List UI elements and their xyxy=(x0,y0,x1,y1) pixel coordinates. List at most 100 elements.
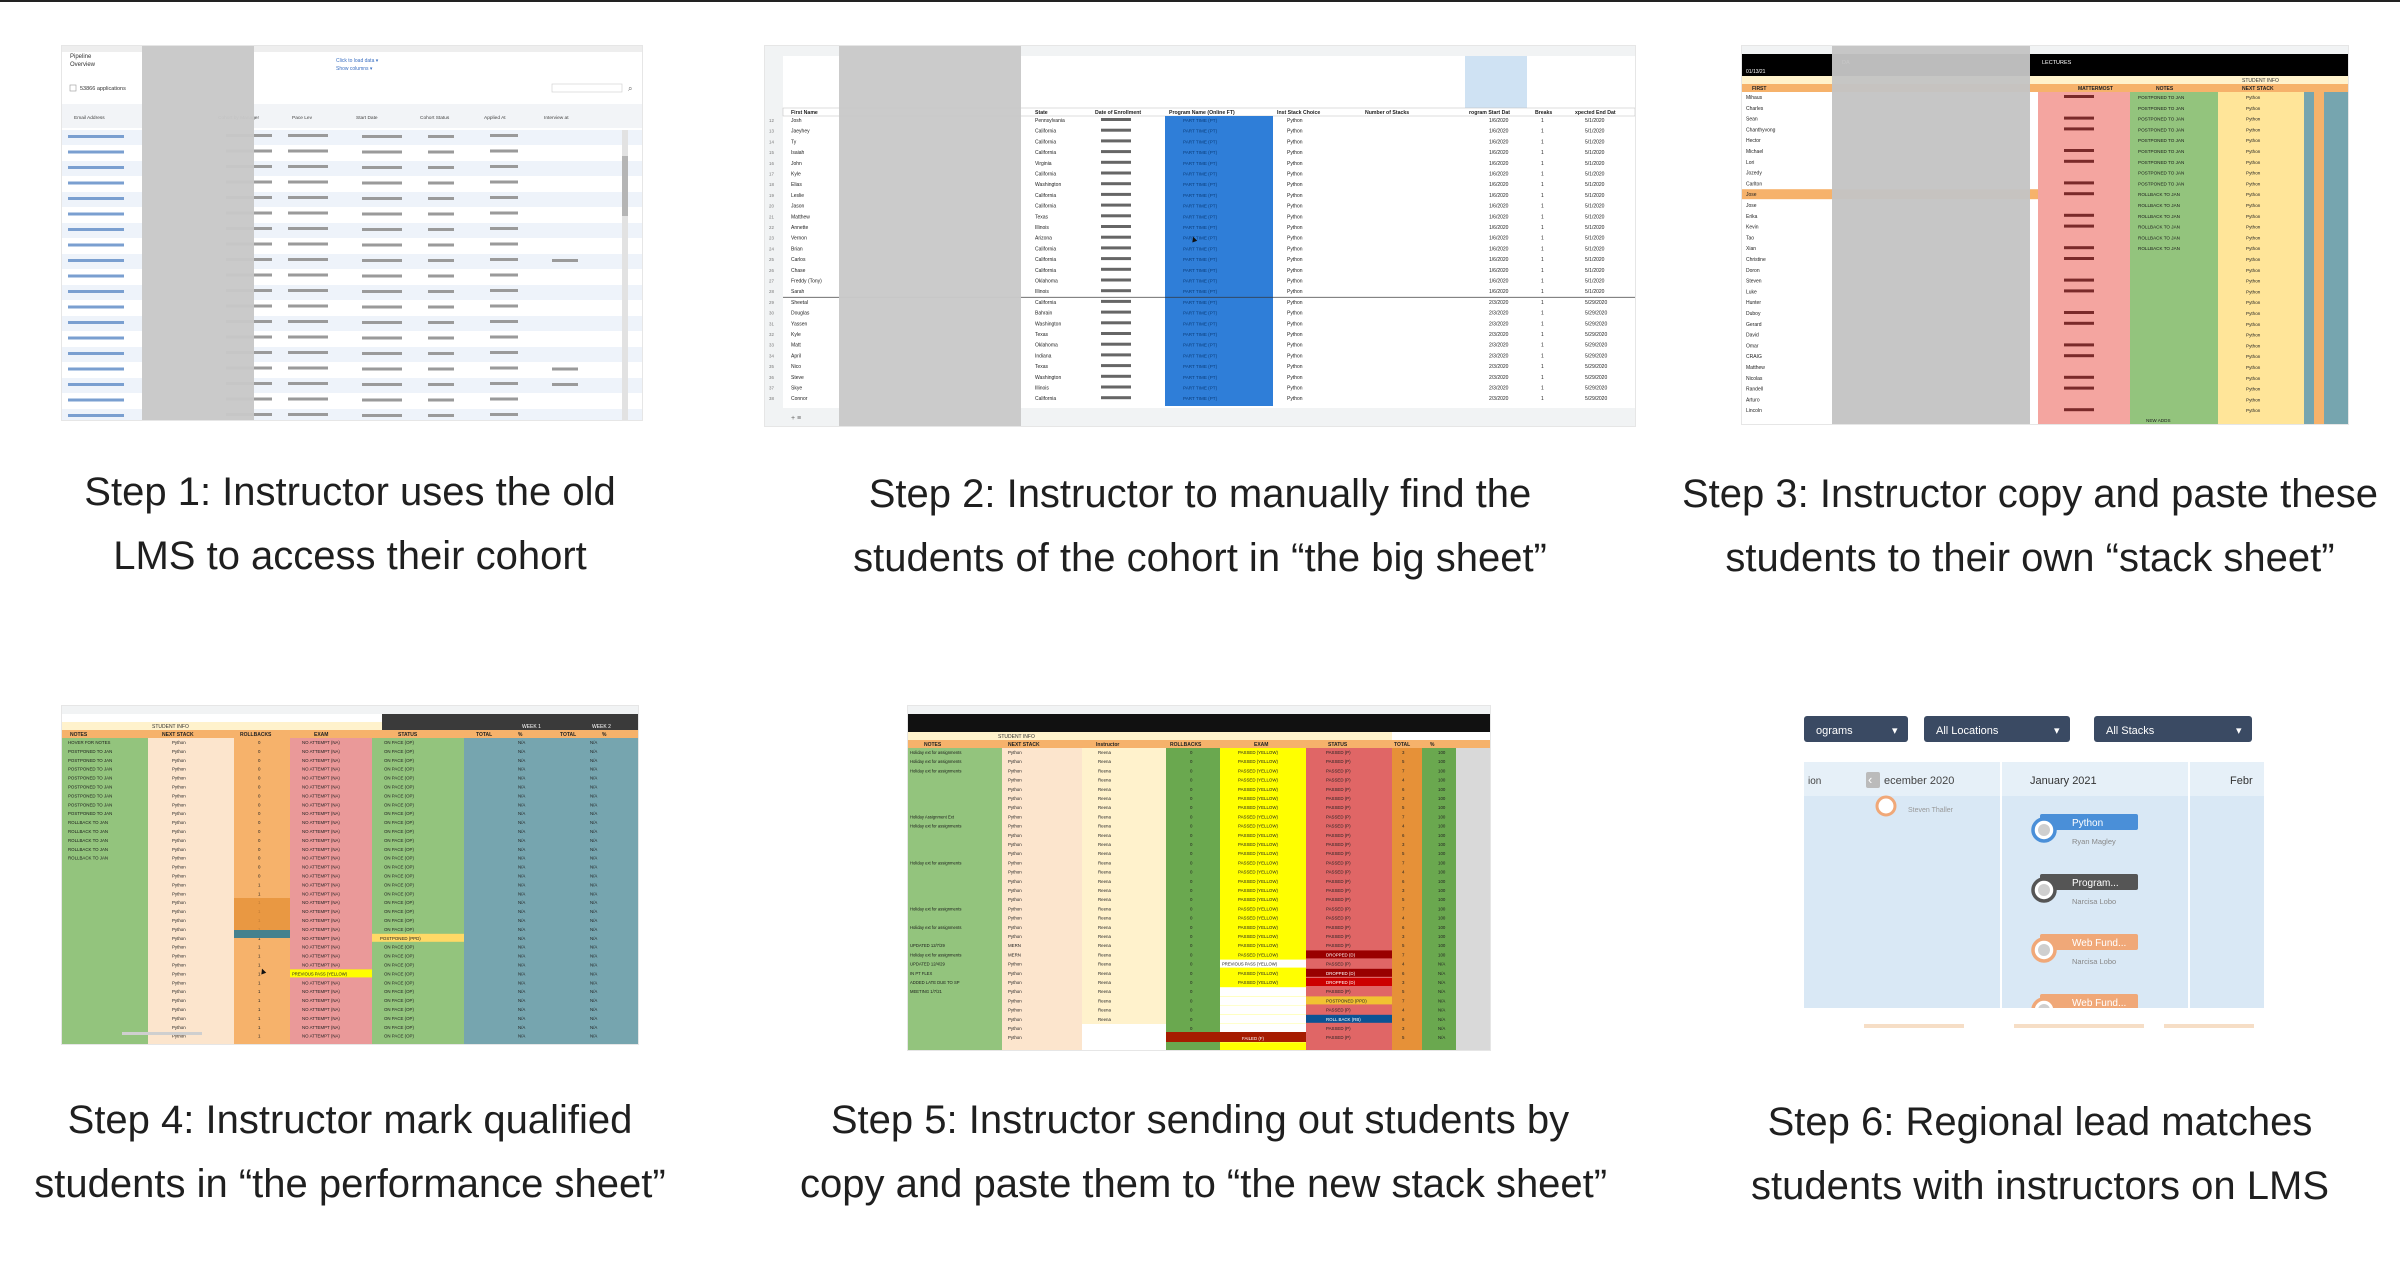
stack-cell: Python xyxy=(1287,279,1303,285)
applications-count: 53866 applications xyxy=(80,86,126,92)
status-cell: ON PACE (OP) xyxy=(384,802,414,807)
next-stack-cell: Python xyxy=(2246,322,2261,327)
start-date-cell: 2/3/2020 xyxy=(1489,300,1509,306)
na-cell: N/A xyxy=(518,909,525,914)
status-cell: ON PACE (OP) xyxy=(384,749,414,754)
na-cell: N/A xyxy=(590,963,597,968)
na-cell: N/A xyxy=(590,740,597,745)
exam-cell: PASSED (YELLOW) xyxy=(1238,787,1278,792)
instructor-cell: Reena xyxy=(1098,897,1111,902)
next-stack-cell: Python xyxy=(2246,127,2261,132)
na-cell: N/A xyxy=(518,865,525,870)
applied-cell xyxy=(490,243,518,246)
next-stack-cell: Python xyxy=(172,793,186,798)
next-stack-cell: Python xyxy=(1008,842,1022,847)
first-name-cell: Hunter xyxy=(1746,300,1761,306)
status-cell: PASSED (P) xyxy=(1326,916,1351,921)
exam-cell: NO ATTEMPT (NA) xyxy=(302,891,340,896)
week-1-label: WEEK 1 xyxy=(1428,734,1447,740)
breaks-cell: 1 xyxy=(1541,118,1544,124)
next-stack-cell: Python xyxy=(2246,106,2261,111)
status-cell: PASSED (P) xyxy=(1326,879,1351,884)
row-number: 14 xyxy=(769,139,774,144)
start-date-cell: 1/6/2020 xyxy=(1489,118,1509,124)
exam-cell: NO ATTEMPT (NA) xyxy=(302,856,340,861)
na-cell: N/A xyxy=(518,838,525,843)
enrollment-date-cell xyxy=(1101,311,1131,314)
exam-cell: PASSED (YELLOW) xyxy=(1238,833,1278,838)
pace-cell xyxy=(288,351,328,354)
instructor-cell: Reena xyxy=(1098,842,1111,847)
instructor-cell: Reena xyxy=(1098,851,1111,856)
pace-cell xyxy=(288,289,328,292)
exam-cell: NO ATTEMPT (NA) xyxy=(302,758,340,763)
enrollment-date-cell xyxy=(1101,236,1131,239)
na-cell: N/A xyxy=(518,927,525,932)
status-cell: PASSED (P) xyxy=(1326,851,1351,856)
notes-cell: ROLLBACK TO JAN xyxy=(2138,246,2180,251)
notes-cell: POSTPONED TO JAN xyxy=(68,811,112,816)
instructor-cell: Reena xyxy=(1098,796,1111,801)
applied-cell xyxy=(490,413,518,416)
email-cell xyxy=(68,197,124,200)
stack-cell: Python xyxy=(1287,289,1303,295)
instructor-cell: Reena xyxy=(1098,925,1111,930)
exam-cell: PASSED (YELLOW) xyxy=(1238,888,1278,893)
na-cell: N/A xyxy=(518,758,525,763)
exam-cell: NO ATTEMPT (NA) xyxy=(302,963,340,968)
notes-cell: UPDATED 12/4/29 xyxy=(910,962,946,967)
state-cell: California xyxy=(1035,139,1056,145)
status-cell: PASSED (P) xyxy=(1326,925,1351,930)
state-cell: Washington xyxy=(1035,375,1061,381)
sheet-header-cell: First Name xyxy=(791,110,818,116)
notes-cell: ROLLBACK TO JAN xyxy=(2138,203,2180,208)
next-stack-cell: Python xyxy=(172,802,186,807)
first-name-cell: Sheetal xyxy=(791,300,808,306)
step-6-caption-line-2: students with instructors on LMS xyxy=(1700,1154,2380,1218)
load-data-link: Click to load data ▾ xyxy=(336,58,379,64)
exam-cell-empty xyxy=(1220,996,1306,1005)
percent-cell: 100 xyxy=(1438,934,1446,939)
status-cell xyxy=(428,244,454,247)
breaks-cell: 1 xyxy=(1541,225,1544,231)
start-date-cell xyxy=(362,197,402,200)
breaks-cell: 1 xyxy=(1541,268,1544,274)
mattermost-cell xyxy=(2064,127,2094,130)
first-name-cell: John xyxy=(791,161,802,167)
breaks-cell: 1 xyxy=(1541,150,1544,156)
instructor-cell: Reena xyxy=(1098,989,1111,994)
end-date-cell: 5/1/2020 xyxy=(1585,139,1605,145)
exam-cell: NO ATTEMPT (NA) xyxy=(302,1007,340,1012)
status-cell: ON PACE (OP) xyxy=(384,811,414,816)
first-name-cell: Michael xyxy=(1746,149,1763,155)
exam-cell: NO ATTEMPT (NA) xyxy=(302,829,340,834)
breaks-cell: 1 xyxy=(1541,139,1544,145)
state-cell: California xyxy=(1035,396,1056,402)
first-name-cell: Hector xyxy=(1746,138,1761,144)
next-stack-cell: Python xyxy=(2246,235,2261,240)
email-cell xyxy=(68,151,124,154)
avatar-icon xyxy=(1877,797,1895,815)
stack-cell: Python xyxy=(1287,214,1303,220)
enrollment-date-cell xyxy=(1101,204,1131,207)
next-stack-cell: Python xyxy=(172,758,186,763)
na-cell: N/A xyxy=(590,865,597,870)
email-cell xyxy=(68,352,124,355)
percent-cell: N/A xyxy=(1438,1026,1445,1031)
exam-cell: NO ATTEMPT (NA) xyxy=(302,936,340,941)
notes-cell: POSTPONED TO JAN xyxy=(2138,160,2184,165)
notes-cell: POSTPONED TO JAN xyxy=(68,785,112,790)
status-cell: ON PACE (OP) xyxy=(384,989,414,994)
breaks-cell: 1 xyxy=(1541,321,1544,327)
na-cell: N/A xyxy=(518,740,525,745)
percent-cell: 100 xyxy=(1438,851,1446,856)
exam-cell: PASSED (YELLOW) xyxy=(1238,814,1278,819)
percent-cell: N/A xyxy=(1438,980,1445,985)
percent-cell: 100 xyxy=(1438,897,1446,902)
faded-card-strip xyxy=(1864,1024,1964,1028)
exam-cell: PASSED (YELLOW) xyxy=(1238,925,1278,930)
exam-cell: NO ATTEMPT (NA) xyxy=(302,1025,340,1030)
next-stack-cell: Python xyxy=(172,980,186,985)
na-cell: N/A xyxy=(590,1016,597,1021)
status-cell: PASSED (P) xyxy=(1326,860,1351,865)
